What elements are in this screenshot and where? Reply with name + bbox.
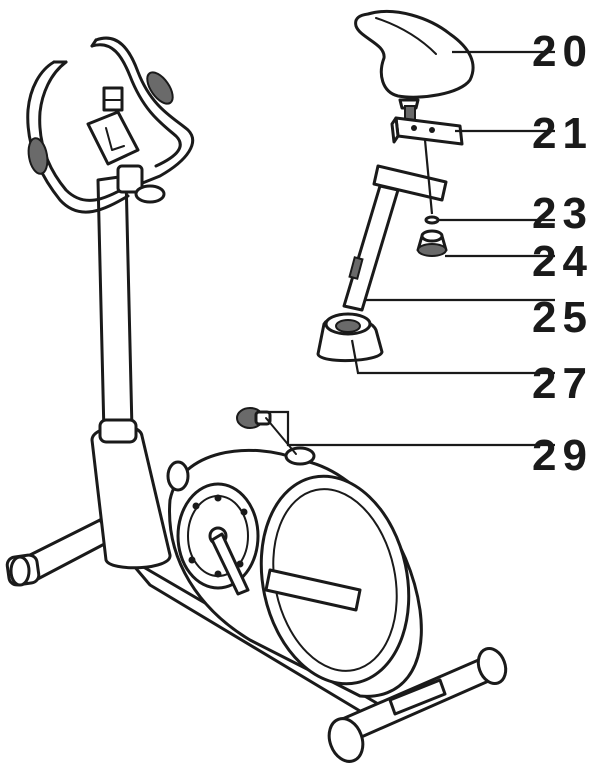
seat-post-part-25: [342, 164, 448, 312]
saddle-part-20: [354, 9, 475, 121]
console-bracket: [86, 86, 140, 166]
adjustment-knob-part-29: [236, 407, 297, 455]
callout-27: 27: [532, 359, 593, 408]
knob-part-24: [416, 229, 448, 257]
handlebar: [26, 36, 195, 214]
callout-23: 23: [532, 189, 593, 238]
callout-labels: 20 21 23 24 25 27 29: [532, 27, 593, 480]
front-stabilizer: [327, 647, 508, 763]
callout-21: 21: [532, 109, 593, 158]
bike-frame: [5, 36, 508, 763]
callout-25: 25: [532, 293, 593, 342]
leader-lines: [264, 50, 555, 447]
flywheel-housing: [166, 446, 423, 698]
callout-29: 29: [532, 431, 593, 480]
seat-slider-part-21: [390, 116, 464, 146]
callout-24: 24: [532, 237, 593, 286]
handlebar-post: [90, 174, 172, 570]
bushing-part-27: [316, 312, 384, 363]
callout-20: 20: [532, 27, 593, 76]
rear-stabilizer: [5, 518, 114, 587]
seat-assembly-exploded: [236, 9, 475, 455]
washer-part-23: [424, 215, 440, 225]
